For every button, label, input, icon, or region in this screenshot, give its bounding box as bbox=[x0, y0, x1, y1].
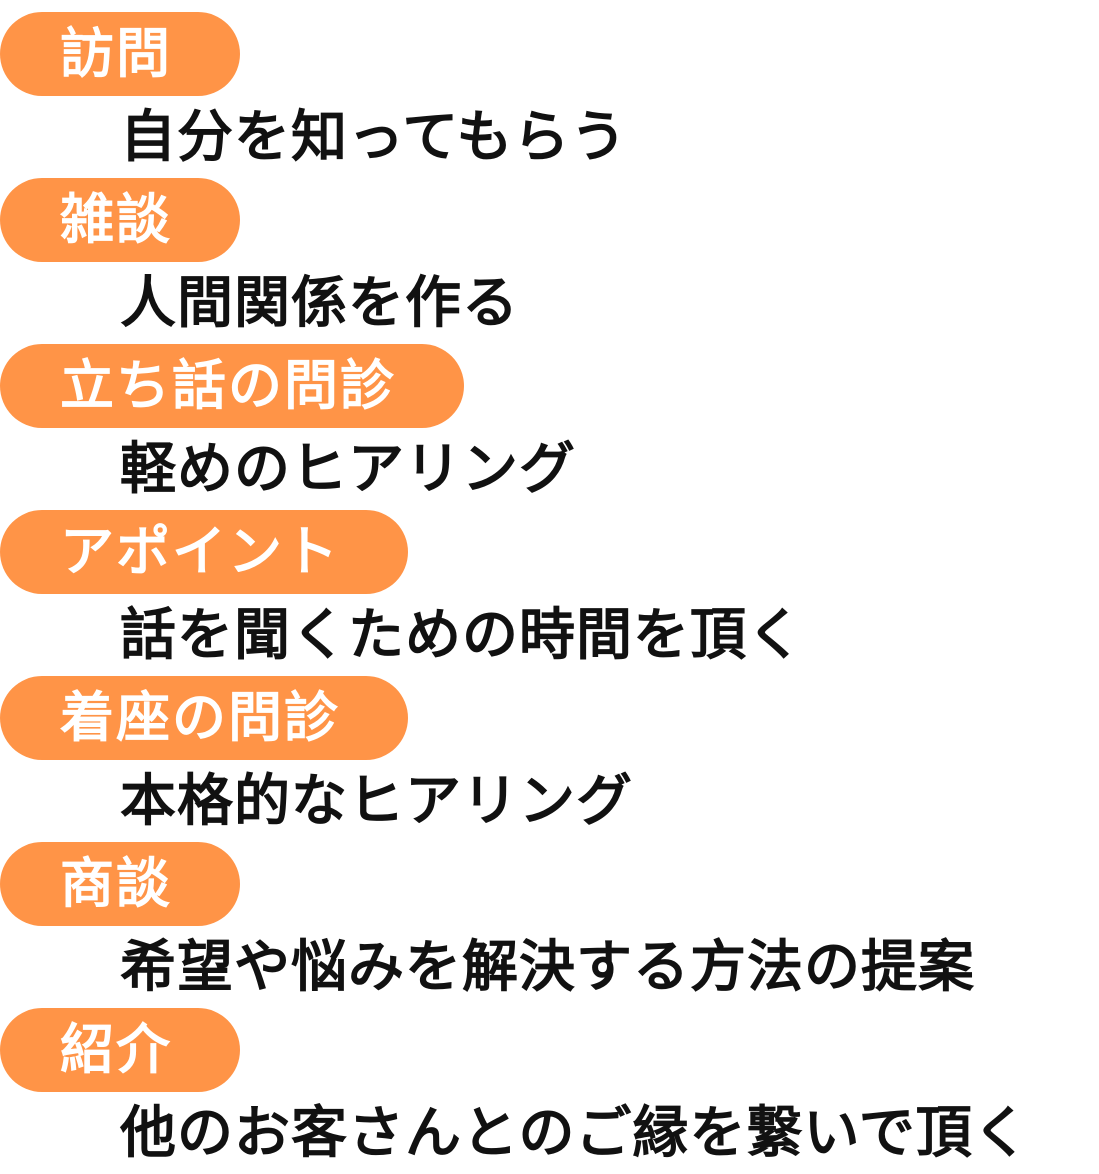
step-label-pill: アポイント bbox=[0, 510, 408, 594]
step-description: 人間関係を作る bbox=[120, 271, 519, 336]
step-standing-interview: 立ち話の問診 軽めのヒアリング bbox=[0, 344, 1099, 510]
step-appointment: アポイント 話を聞くための時間を頂く bbox=[0, 510, 1099, 676]
step-description: 軽めのヒアリング bbox=[120, 437, 576, 502]
step-label-pill: 着座の問診 bbox=[0, 676, 408, 760]
step-description: 希望や悩みを解決する方法の提案 bbox=[120, 935, 975, 1000]
step-description: 他のお客さんとのご縁を繋いで頂く bbox=[120, 1101, 1030, 1166]
step-label-pill: 訪問 bbox=[0, 12, 240, 96]
step-list: 訪問 自分を知ってもらう 雑談 人間関係を作る 立ち話の問診 軽めのヒアリング … bbox=[0, 12, 1099, 1174]
step-label-pill: 商談 bbox=[0, 842, 240, 926]
step-visit: 訪問 自分を知ってもらう bbox=[0, 12, 1099, 178]
step-negotiation: 商談 希望や悩みを解決する方法の提案 bbox=[0, 842, 1099, 1008]
step-description: 自分を知ってもらう bbox=[120, 105, 628, 170]
step-referral: 紹介 他のお客さんとのご縁を繋いで頂く bbox=[0, 1008, 1099, 1174]
step-label-pill: 紹介 bbox=[0, 1008, 240, 1092]
step-label-pill: 雑談 bbox=[0, 178, 240, 262]
step-small-talk: 雑談 人間関係を作る bbox=[0, 178, 1099, 344]
step-label-pill: 立ち話の問診 bbox=[0, 344, 464, 428]
step-seated-interview: 着座の問診 本格的なヒアリング bbox=[0, 676, 1099, 842]
step-description: 本格的なヒアリング bbox=[120, 769, 633, 834]
step-description: 話を聞くための時間を頂く bbox=[120, 603, 804, 668]
